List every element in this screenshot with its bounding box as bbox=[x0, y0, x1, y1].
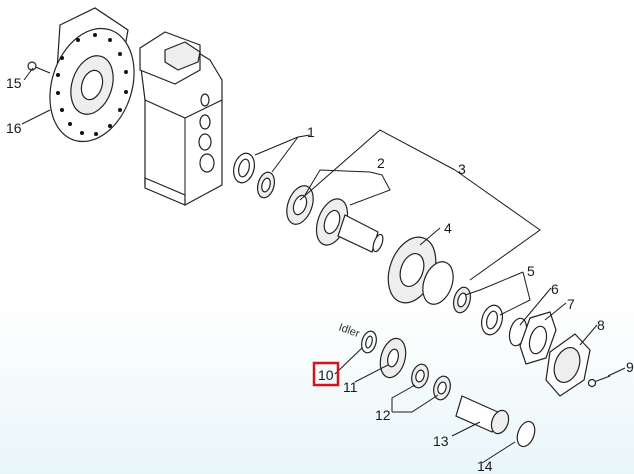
part-16-flange[interactable] bbox=[36, 7, 148, 153]
part-9-bolt[interactable] bbox=[587, 375, 611, 388]
callout-16[interactable]: 16 bbox=[6, 120, 22, 136]
callout-9[interactable]: 9 bbox=[626, 359, 634, 375]
callout-15[interactable]: 15 bbox=[6, 75, 22, 91]
part-1-bearing[interactable] bbox=[230, 151, 277, 200]
callout-5[interactable]: 5 bbox=[527, 263, 535, 279]
callout-3[interactable]: 3 bbox=[458, 161, 466, 177]
callout-4[interactable]: 4 bbox=[444, 220, 452, 236]
housing-body[interactable] bbox=[139, 31, 223, 206]
part-7-gasket[interactable] bbox=[519, 311, 557, 365]
part-14-o-ring[interactable] bbox=[514, 419, 538, 449]
callout-1[interactable]: 1 bbox=[307, 124, 315, 140]
callout-14[interactable]: 14 bbox=[477, 458, 493, 474]
part-10-washer[interactable] bbox=[359, 330, 378, 355]
part-8-cover[interactable] bbox=[545, 333, 591, 397]
part-11-idler-gear[interactable] bbox=[376, 336, 410, 381]
callout-7[interactable]: 7 bbox=[567, 296, 575, 312]
part-4-large-gear[interactable] bbox=[380, 231, 459, 310]
callout-2[interactable]: 2 bbox=[377, 155, 385, 171]
callout-labels: 1 2 3 4 5 6 7 8 9 10 11 12 13 14 15 16 I… bbox=[6, 75, 634, 474]
callout-6[interactable]: 6 bbox=[551, 281, 559, 297]
callout-8[interactable]: 8 bbox=[597, 317, 605, 333]
callout-10[interactable]: 10 bbox=[318, 367, 334, 383]
leader-lines bbox=[21, 67, 626, 464]
part-2-gear-shaft[interactable] bbox=[282, 182, 385, 253]
part-15-bolt[interactable] bbox=[27, 61, 51, 74]
part-5-bearing[interactable] bbox=[451, 285, 506, 337]
callout-10-highlight-box bbox=[312, 361, 340, 387]
callout-12[interactable]: 12 bbox=[375, 407, 391, 423]
part-13-idler-shaft[interactable] bbox=[455, 395, 512, 436]
part-12-needle-bearings[interactable] bbox=[409, 362, 453, 401]
callout-13[interactable]: 13 bbox=[433, 433, 449, 449]
callout-11[interactable]: 11 bbox=[343, 379, 358, 395]
idler-label: Idler bbox=[337, 322, 362, 341]
